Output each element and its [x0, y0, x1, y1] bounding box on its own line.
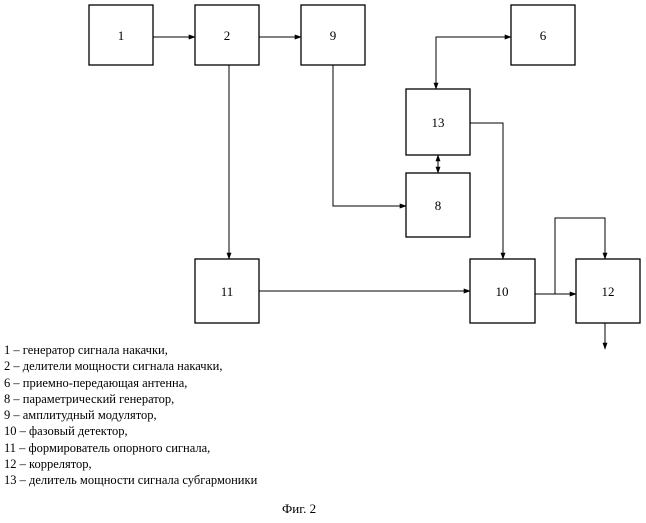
block-1-label: 1 [118, 28, 125, 43]
legend-item: 9 – амплитудный модулятор, [4, 407, 257, 423]
block-2: 2 [195, 5, 259, 65]
legend: 1 – генератор сигнала накачки, 2 – делит… [4, 342, 257, 489]
block-1: 1 [89, 5, 153, 65]
block-11-label: 11 [221, 284, 234, 299]
arrow-13-to-10 [470, 123, 503, 259]
block-12-label: 12 [602, 284, 615, 299]
block-11: 11 [195, 259, 259, 323]
arrow-13-6-bidirectional [436, 37, 511, 89]
block-6: 6 [511, 5, 575, 65]
legend-item: 1 – генератор сигнала накачки, [4, 342, 257, 358]
arrow-9-to-8 [333, 65, 406, 206]
block-13: 13 [406, 89, 470, 155]
block-9-label: 9 [330, 28, 337, 43]
block-9: 9 [301, 5, 365, 65]
legend-item: 13 – делитель мощности сигнала субгармон… [4, 472, 257, 488]
block-10-label: 10 [496, 284, 509, 299]
legend-item: 8 – параметрический генератор, [4, 391, 257, 407]
block-8: 8 [406, 173, 470, 237]
legend-item: 10 – фазовый детектор, [4, 423, 257, 439]
figure-caption: Фиг. 2 [282, 501, 316, 517]
block-2-label: 2 [224, 28, 231, 43]
legend-item: 2 – делители мощности сигнала накачки, [4, 358, 257, 374]
block-6-label: 6 [540, 28, 547, 43]
block-8-label: 8 [435, 198, 442, 213]
block-12: 12 [576, 259, 640, 323]
legend-item: 6 – приемно-передающая антенна, [4, 375, 257, 391]
legend-item: 12 – коррелятор, [4, 456, 257, 472]
legend-item: 11 – формирователь опорного сигнала, [4, 440, 257, 456]
block-10: 10 [470, 259, 535, 323]
block-13-label: 13 [432, 115, 445, 130]
